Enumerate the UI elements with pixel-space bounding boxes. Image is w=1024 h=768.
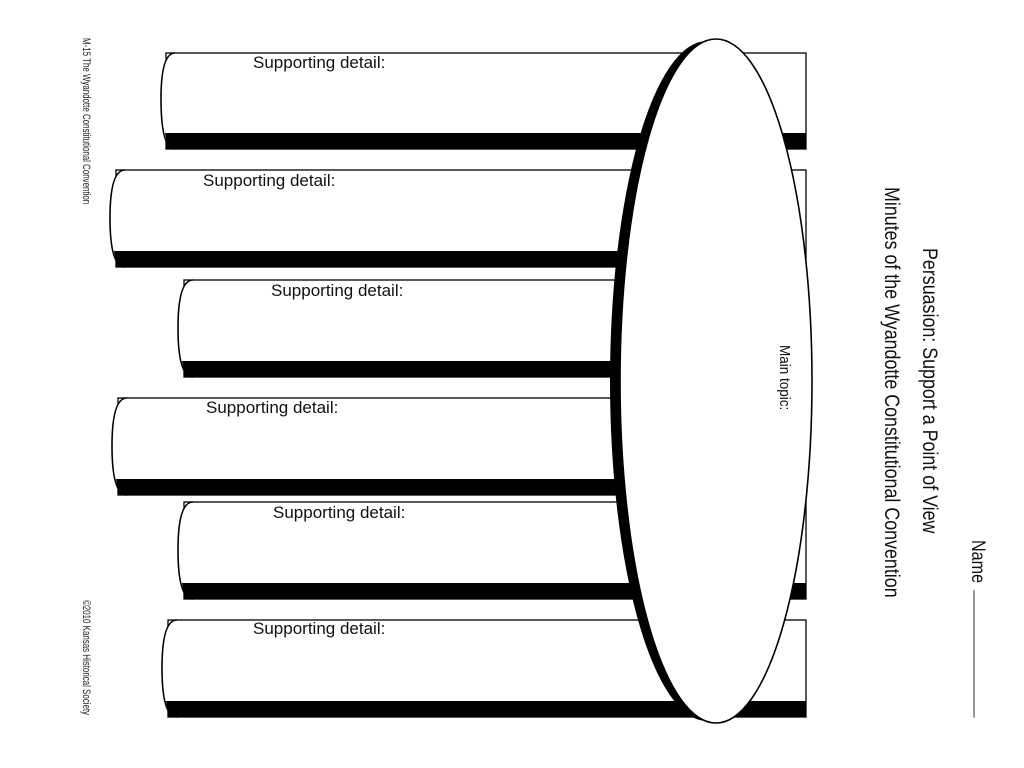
supporting-detail-label: Supporting detail: — [253, 53, 385, 72]
supporting-detail-label: Supporting detail: — [206, 398, 338, 417]
supporting-detail-label: Supporting detail: — [273, 503, 405, 522]
copyright-text: ©2010 Kansas Historical Society — [80, 600, 92, 716]
supporting-detail-label: Supporting detail: — [271, 281, 403, 300]
name-label: Name — [967, 540, 988, 584]
name-field[interactable]: Name — [966, 540, 988, 718]
supporting-detail-label: Supporting detail: — [253, 619, 385, 638]
worksheet-id-text: M-15 The Wyandotte Constitutional Conven… — [80, 38, 92, 205]
page-subtitle: Minutes of the Wyandotte Constitutional … — [880, 187, 903, 598]
main-topic-disk[interactable] — [610, 38, 813, 724]
main-topic-label: Main topic: — [776, 345, 793, 411]
page-title: Persuasion: Support a Point of View — [918, 248, 941, 534]
supporting-detail-label: Supporting detail: — [203, 171, 335, 190]
name-line[interactable] — [973, 589, 975, 718]
